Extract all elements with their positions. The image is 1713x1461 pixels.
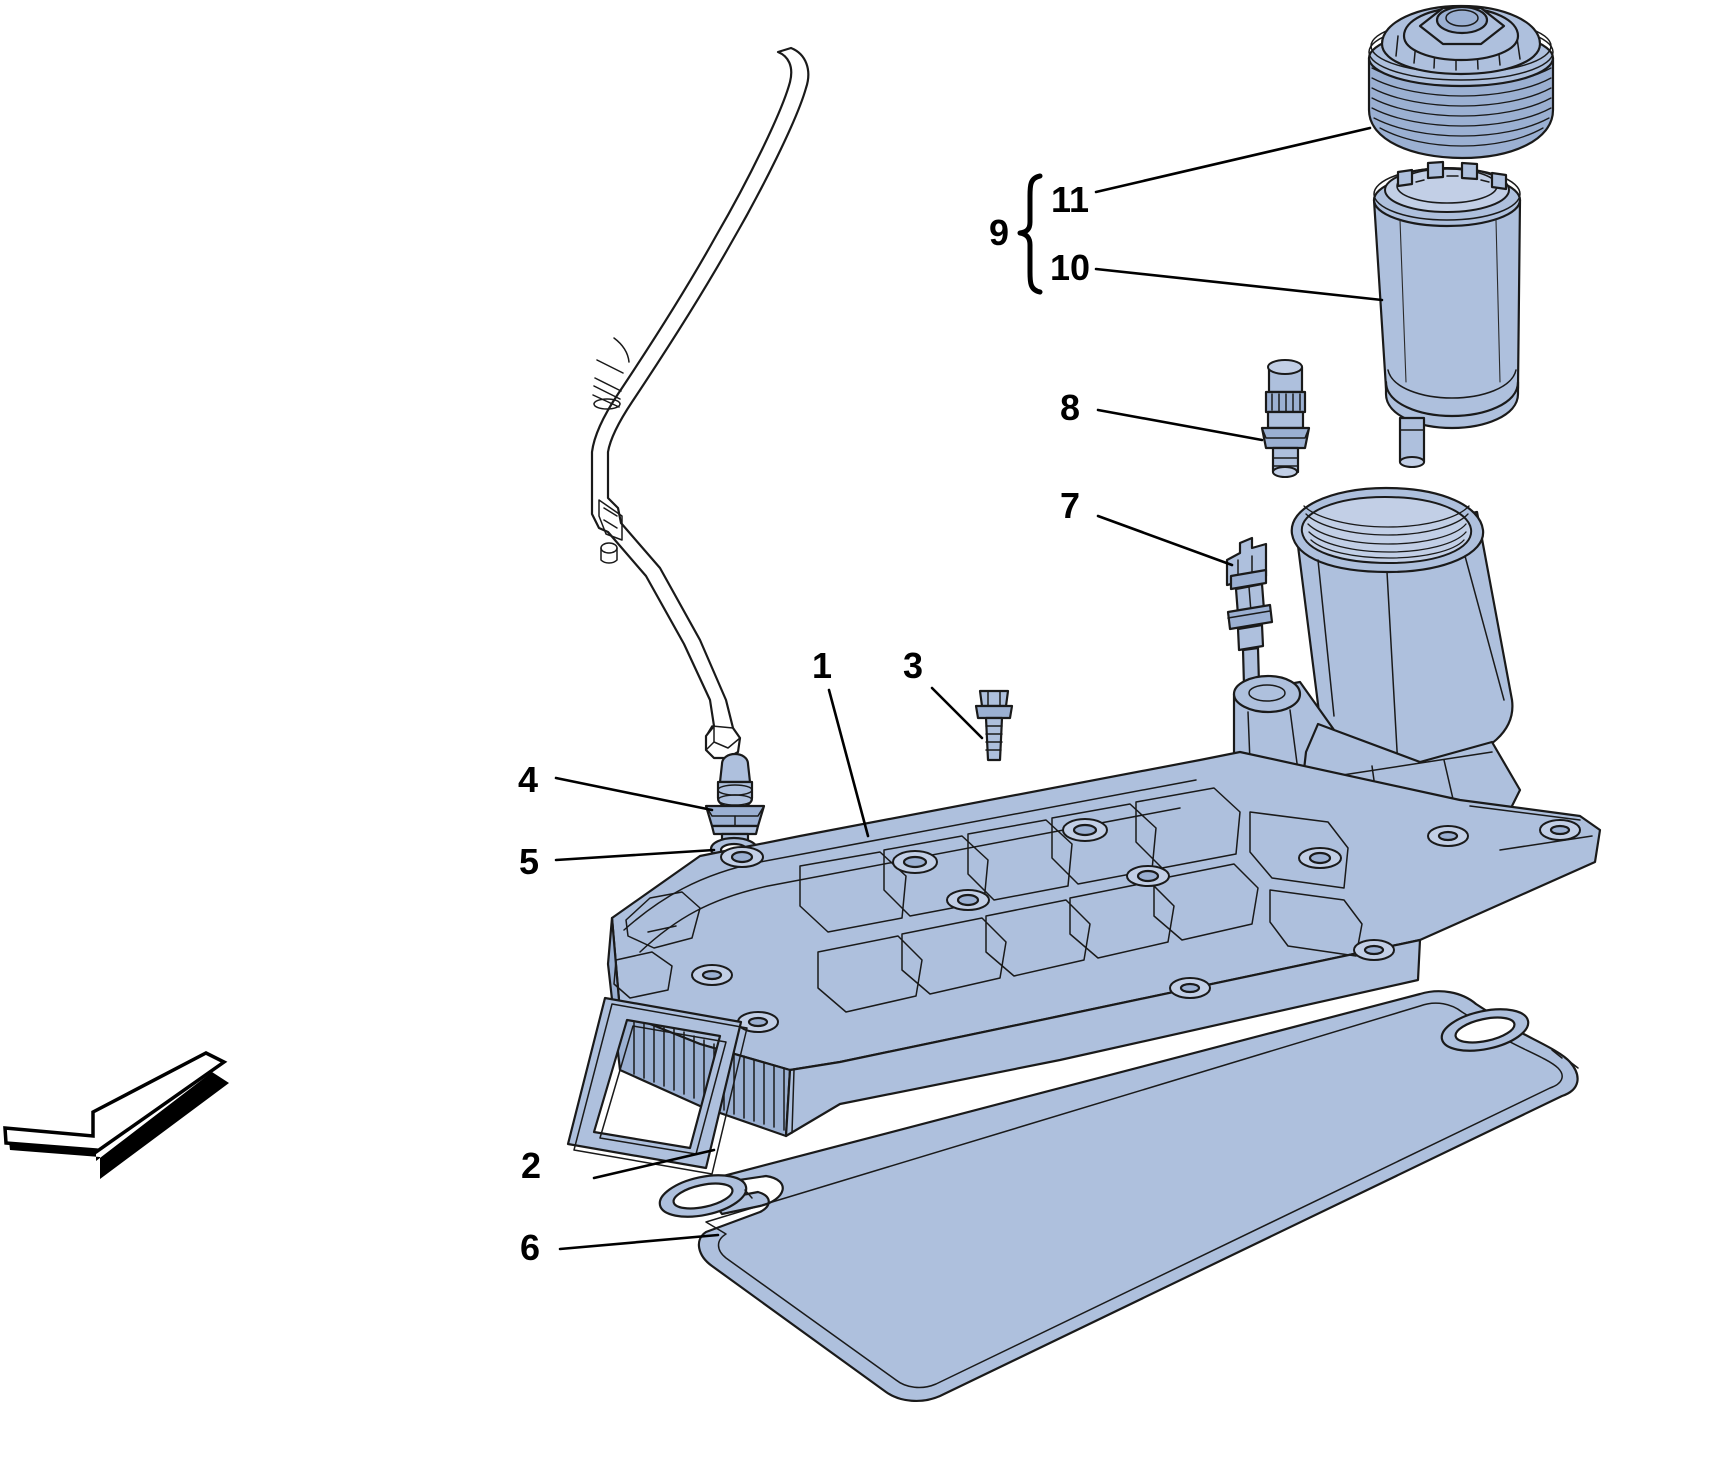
callout-8: 8 — [1060, 387, 1080, 428]
callout-2: 2 — [521, 1145, 541, 1186]
oil-filter-cap-part — [1367, 4, 1555, 160]
leader-1 — [827, 688, 870, 838]
dipstick-tube — [590, 46, 810, 760]
leader-4 — [554, 776, 714, 812]
perimeter-gasket-part — [658, 990, 1579, 1402]
callout-3: 3 — [903, 645, 923, 686]
oil-filter-cartridge-part — [1372, 160, 1522, 468]
leader-10 — [1094, 267, 1384, 302]
orientation-arrow — [3, 1051, 229, 1179]
oil-sump-pan — [606, 750, 1602, 1138]
leader-5 — [554, 848, 716, 862]
leader-3 — [930, 686, 984, 740]
callout-5: 5 — [519, 841, 539, 882]
group-bracket-9 — [1017, 173, 1043, 295]
callout-11: 11 — [1051, 179, 1089, 220]
callout-4: 4 — [518, 759, 538, 800]
callout-1: 1 — [812, 645, 832, 686]
bolt-part — [974, 689, 1014, 762]
leader-8 — [1096, 408, 1264, 442]
callout-10: 10 — [1050, 247, 1090, 288]
leader-lines — [554, 126, 1384, 1251]
leader-7 — [1096, 514, 1234, 567]
callout-6: 6 — [520, 1227, 540, 1268]
square-gasket-part — [566, 996, 748, 1175]
oil-temperature-sensor-part — [1225, 536, 1274, 689]
leader-11 — [1094, 126, 1372, 194]
callout-7: 7 — [1060, 485, 1080, 526]
callout-labels: 1 2 3 4 5 6 7 8 9 10 11 — [518, 179, 1090, 1268]
leader-6 — [558, 1233, 720, 1251]
oil-pressure-switch-part — [1260, 359, 1311, 478]
leader-2 — [592, 1148, 716, 1180]
callout-9: 9 — [989, 212, 1009, 253]
